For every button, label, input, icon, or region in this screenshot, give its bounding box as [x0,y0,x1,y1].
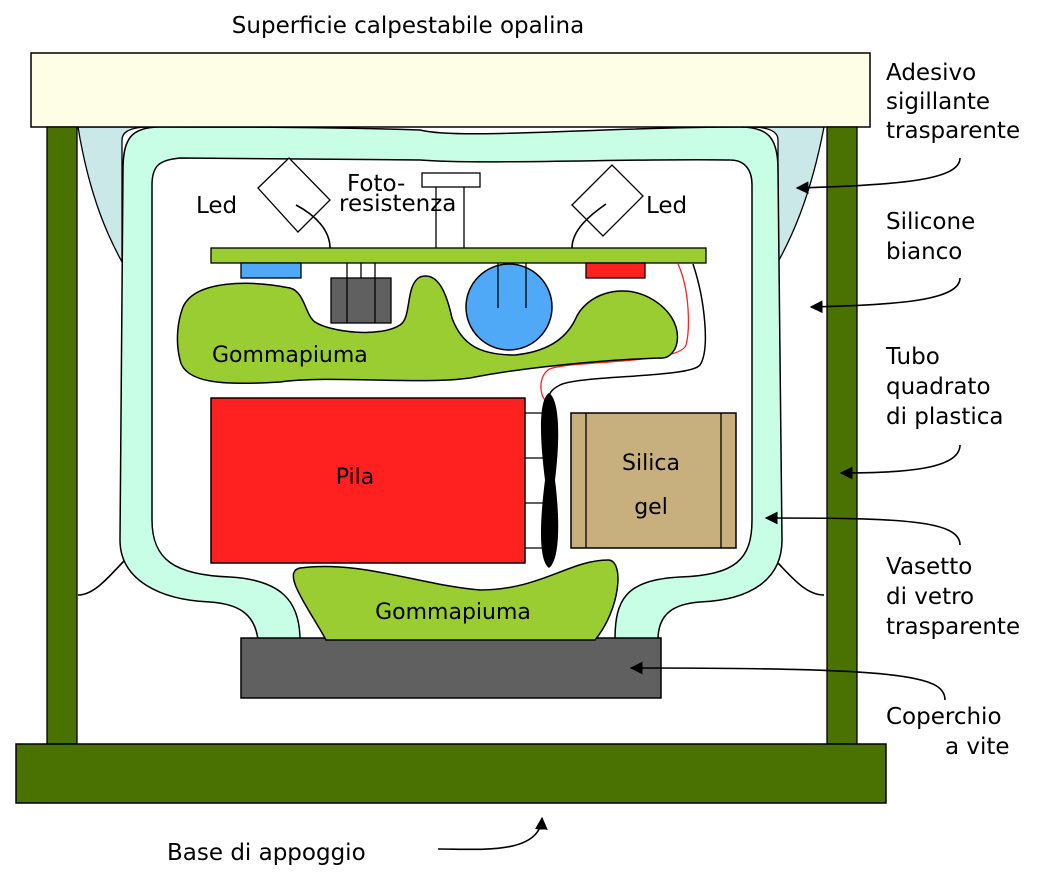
svg-text:Vasetto: Vasetto [886,554,972,580]
wire-black [548,263,707,401]
svg-text:bianco: bianco [886,239,962,265]
svg-text:Adesivo: Adesivo [886,60,976,86]
svg-text:di plastica: di plastica [886,404,1004,430]
svg-text:trasparente: trasparente [886,118,1020,144]
silicone-edge-left [77,559,126,596]
blue-component [240,262,302,279]
foam-bottom-label: Gommapiuma [375,600,531,625]
silica-label-2: gel [634,495,668,520]
arrow-tube [839,444,961,480]
svg-text:quadrato: quadrato [886,374,991,400]
callout-lid: Coperchio a vite [886,704,1010,760]
callout-adhesive: Adesivo sigillante trasparente [886,60,1020,144]
circuit-board [210,247,707,264]
connector-clip [540,393,559,568]
svg-text:di vetro: di vetro [886,584,974,610]
callout-jar: Vasetto di vetro trasparente [886,554,1020,640]
foam-top [176,275,679,385]
plastic-tube-right [826,126,858,745]
silica-gel [570,412,737,549]
svg-text:Coperchio: Coperchio [886,704,1002,730]
arrow-adhesive [795,157,961,195]
led-left-label: Led [196,193,237,219]
silica-label-1: Silica [622,451,680,476]
support-base [15,743,887,804]
chip-component [330,263,392,324]
title-surface-label: Superficie calpestabile opalina [232,13,584,39]
svg-text:trasparente: trasparente [886,614,1020,640]
svg-text:a vite: a vite [945,734,1010,760]
led-right [571,164,644,249]
plastic-tube-left [46,126,78,745]
photoresistor-label-1: Foto- [347,171,405,197]
photoresistor [421,172,481,248]
red-component [585,262,646,279]
wire-red [540,263,690,401]
led-right-label: Led [646,193,687,219]
arrow-lid [629,661,946,701]
svg-text:Tubo: Tubo [885,344,940,370]
callout-base: Base di appoggio [167,840,366,866]
foam-bottom [292,559,619,641]
led-left [257,157,331,249]
callout-silicone: Silicone bianco [886,209,975,265]
photoresistor-label-2: resistenza [339,191,456,217]
svg-text:Silicone: Silicone [886,209,975,235]
glass-jar [119,126,783,641]
arrow-base [437,816,548,851]
arrow-silicone [809,277,961,314]
walkable-surface [30,52,871,128]
arrow-jar [764,511,961,546]
svg-text:sigillante: sigillante [886,89,990,115]
callout-tube: Tubo quadrato di plastica [885,344,1004,430]
battery [210,397,526,564]
silicone-edge-right [774,559,825,596]
screw-lid [240,637,662,699]
foam-top-label: Gommapiuma [212,343,368,368]
buzzer-component [465,263,553,351]
battery-label: Pila [336,465,375,490]
